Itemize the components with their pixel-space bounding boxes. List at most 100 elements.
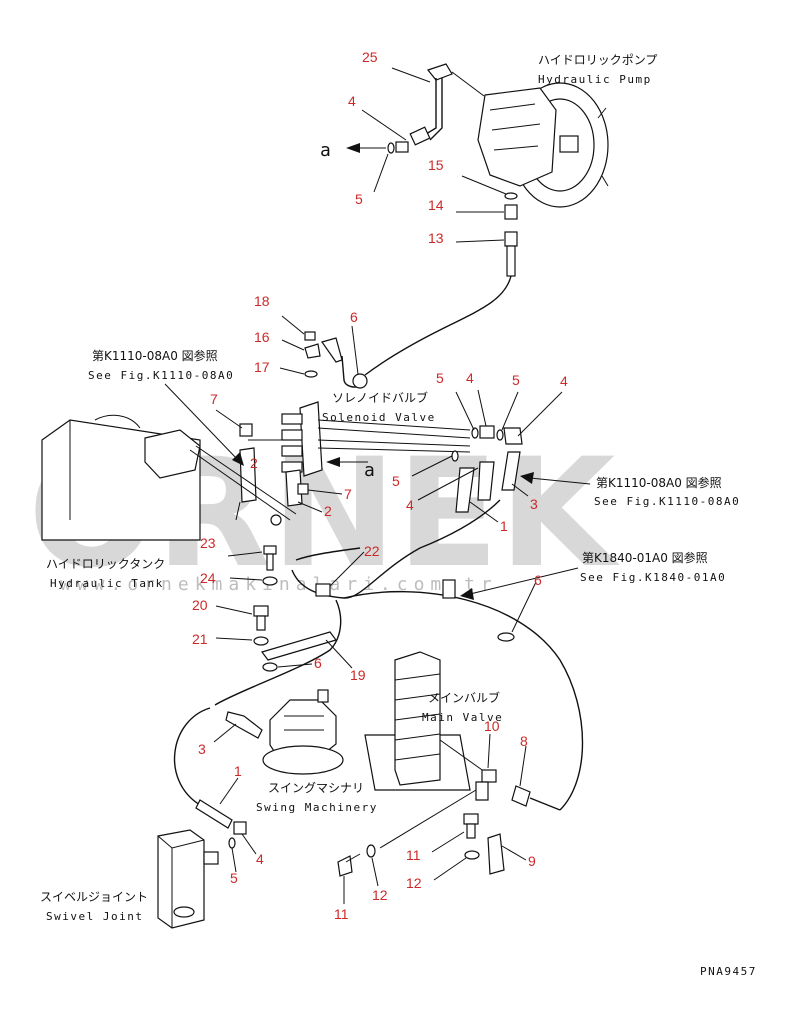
clamp-6-top-ring: [352, 373, 368, 389]
leader-1-lower: [219, 777, 239, 805]
leader-18: [281, 315, 305, 335]
callout-16: 16: [254, 329, 270, 345]
leader-9: [501, 845, 527, 861]
ref-arrow-right-k1840: [460, 567, 579, 600]
arrow-a-top-label: a: [320, 140, 331, 161]
swing-motor-port: [317, 689, 329, 703]
leader-4-mid-b: [517, 391, 563, 437]
swivel-joint-edges: [157, 835, 205, 928]
leader-3-right: [511, 483, 529, 497]
leader-3-swing: [213, 723, 237, 743]
leader-4-mid-c: [417, 467, 479, 501]
solenoid-pipe-lower: [317, 439, 471, 453]
ref-arrow-left: [164, 383, 244, 466]
leader-5-mid-c: [411, 455, 453, 477]
callout-25: 25: [362, 49, 378, 65]
callout-4-mid-c: 4: [406, 497, 414, 513]
o-ring-15: [504, 192, 518, 200]
bolt-11-right-shank: [466, 823, 476, 839]
callout-8: 8: [520, 733, 528, 749]
fitting-10: [481, 769, 497, 783]
ref-arrow-right-k1840-line: [469, 567, 579, 595]
leader-5-mid-a: [455, 391, 475, 431]
leader-4-mid-a: [477, 389, 487, 427]
callout-1-upper: 1: [500, 518, 508, 534]
callout-21: 21: [192, 631, 208, 647]
swing-motor-lines: [284, 715, 324, 731]
main-valve-port: [439, 739, 486, 773]
fitting-14: [504, 204, 518, 220]
ref-right-k1110-jp: 第K1110-08A0 図参照: [596, 475, 722, 490]
leader-15: [461, 175, 507, 195]
elbow-4-mid-b: [503, 427, 523, 445]
hose-2-left-end: [239, 447, 257, 503]
bolt-20-head: [253, 605, 269, 617]
bolt-20: [253, 605, 269, 631]
solenoid-coil-2: [281, 429, 303, 441]
label-main-valve-jp: メインバルブ: [428, 690, 500, 705]
hose-from-solenoid-down: [291, 499, 501, 599]
leader-25: [391, 67, 431, 83]
bolt-20-shank: [256, 615, 266, 631]
callout-14: 14: [428, 197, 444, 213]
fitting-8: [511, 785, 531, 807]
label-swivel-joint: スイベルジョイント Swivel Joint: [40, 890, 148, 923]
bracket-9-top: [475, 781, 489, 801]
o-ring-5-mid-b: [496, 429, 504, 441]
bolt-23: [263, 545, 277, 571]
o-ring-5-top: [387, 142, 395, 154]
arrow-a-top-head: [346, 143, 360, 153]
leader-23: [227, 551, 263, 557]
leader-4-lower: [241, 833, 257, 855]
bolt-line: [379, 789, 477, 849]
pump-body: [477, 87, 557, 187]
hose-1-upper-end: [477, 461, 495, 501]
washer-21: [253, 636, 269, 646]
callout-20: 20: [192, 597, 208, 613]
solenoid-pipe-upper: [317, 419, 471, 439]
label-swing-machinery: スイングマシナリ Swing Machinery: [256, 781, 376, 814]
tank-filter-housing: [144, 429, 201, 479]
bolt-23-shank: [266, 553, 274, 571]
elbow-7-lower: [297, 483, 309, 495]
o-ring-5-lower: [228, 837, 236, 849]
o-ring-5-mid-a: [471, 427, 479, 439]
callout-5-lower: 5: [230, 870, 238, 886]
callout-5-mid-a: 5: [436, 370, 444, 386]
ref-right-k1110-en: See Fig.K1110-08A0: [594, 495, 740, 508]
solenoid-valve-drawing: [248, 401, 471, 477]
callout-15: 15: [428, 157, 444, 173]
hydraulic-tank-drawing: [41, 414, 297, 541]
washer-24: [262, 576, 278, 586]
label-hydraulic-tank-jp: ハイドロリックタンク: [46, 557, 165, 571]
pipe-25-to-pump: [451, 71, 485, 97]
ref-arrow-left-head: [232, 452, 244, 466]
callout-13: 13: [428, 230, 444, 246]
ref-right-k1840: 第K1840-01A0 図参照 See Fig.K1840-01A0: [580, 550, 725, 584]
hydraulic-pump-drawing: [477, 82, 609, 208]
ref-left-k1110-jp: 第K1110-08A0 図参照: [92, 348, 218, 363]
leader-11-right: [431, 831, 465, 853]
leader-5-mid-b: [501, 391, 519, 431]
leader-5-top: [373, 153, 389, 193]
tank-breather: [94, 414, 141, 429]
main-valve-body: [394, 651, 441, 786]
callout-2-mid: 2: [324, 503, 332, 519]
o-ring-17: [304, 370, 318, 378]
leader-7-upper: [215, 409, 243, 429]
callout-22: 22: [364, 543, 380, 559]
leader-22: [329, 551, 365, 587]
hose-1-lower-end: [195, 799, 233, 829]
label-swivel-joint-en: Swivel Joint: [46, 910, 143, 923]
callout-11-right: 11: [406, 847, 421, 863]
swivel-joint-bottom: [173, 906, 195, 918]
label-solenoid-valve-jp: ソレノイドバルブ: [332, 390, 428, 405]
leader-6-mid: [277, 663, 313, 668]
hose-clamp-mid: [315, 583, 331, 597]
hose-pump-to-solenoid: [364, 275, 512, 376]
adapter-near-16: [321, 337, 343, 363]
label-swivel-joint-jp: スイベルジョイント: [40, 890, 148, 904]
elbow-4-lower: [233, 821, 247, 835]
